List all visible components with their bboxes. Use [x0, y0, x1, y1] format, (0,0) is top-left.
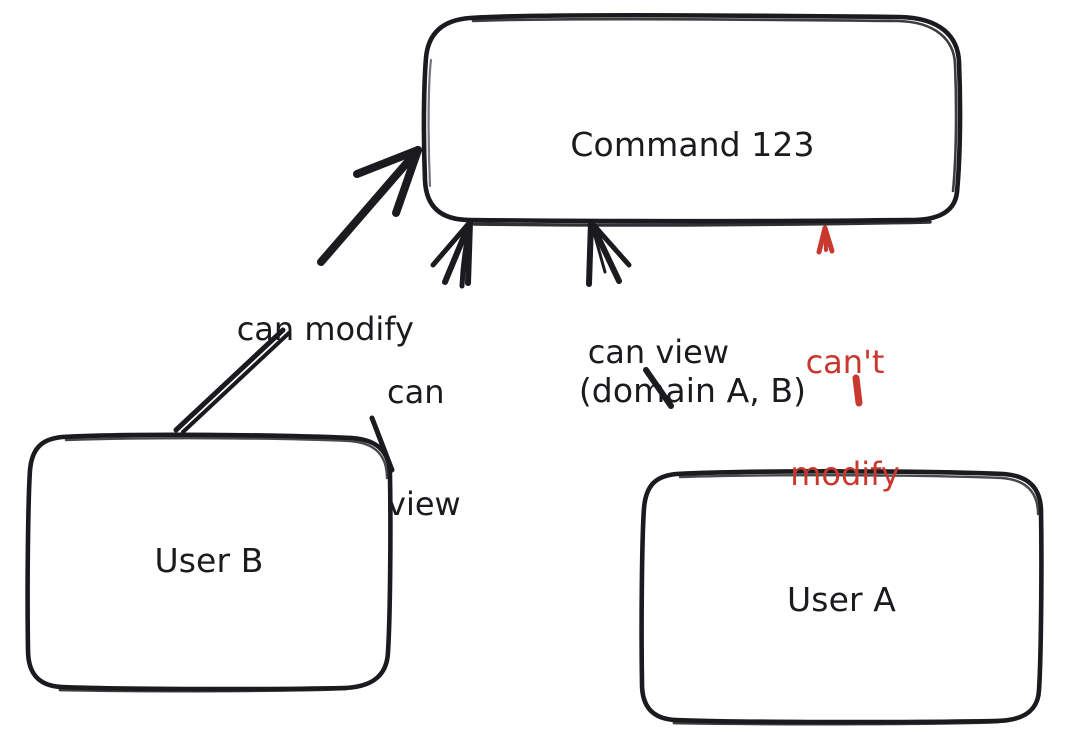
edge-can-view-a-arrow[interactable] — [586, 219, 674, 409]
edge-can-view-b-arrow[interactable] — [369, 219, 473, 473]
node-command-123-shape[interactable] — [421, 12, 963, 227]
edge-can-modify-arrow[interactable] — [173, 146, 422, 434]
edge-cant-modify-arrow[interactable] — [816, 225, 863, 407]
node-user-b-shape[interactable] — [25, 432, 393, 693]
node-user-a-shape[interactable] — [639, 469, 1044, 726]
